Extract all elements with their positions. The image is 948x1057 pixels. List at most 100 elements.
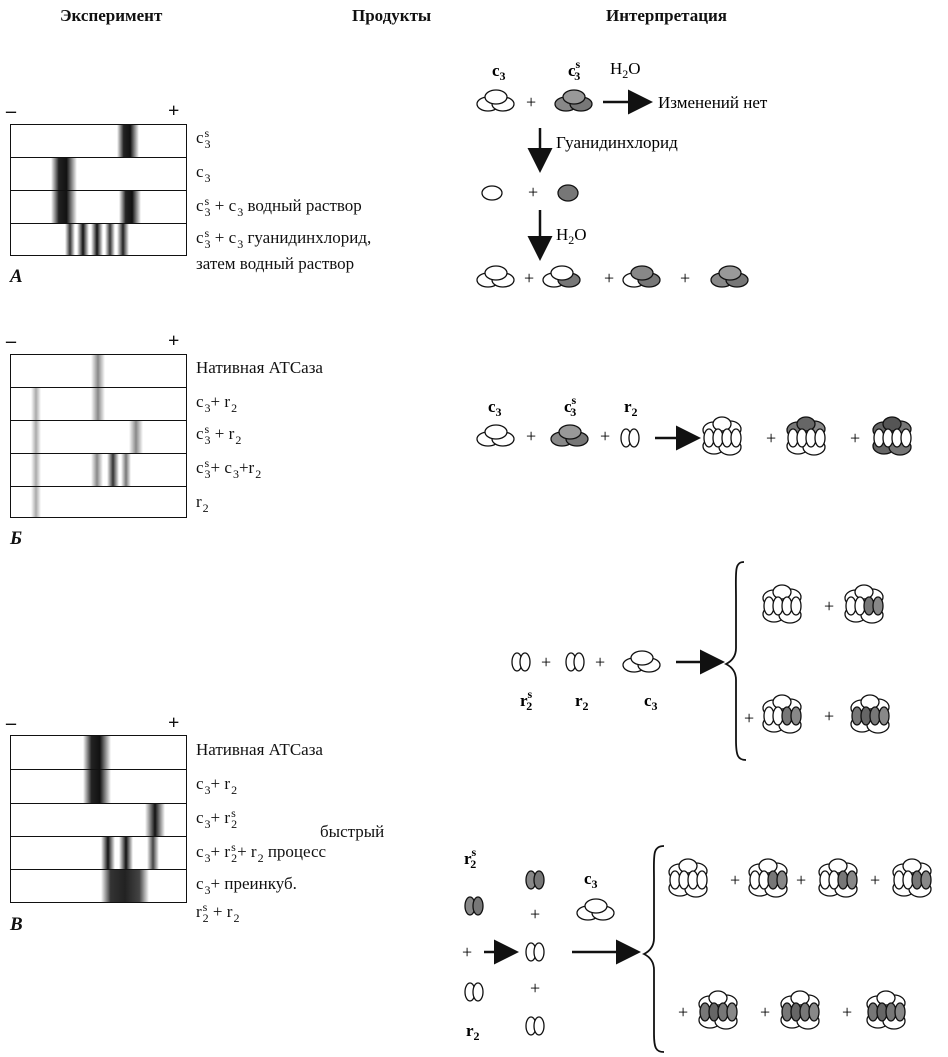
svg-text:+: +: [850, 428, 860, 448]
holoenzyme-icon: [762, 584, 802, 624]
svg-text:+: +: [760, 1002, 770, 1022]
plus-sign: +: [168, 100, 180, 122]
hybrid-trimer-icon: [542, 265, 581, 288]
gel-b: [10, 354, 187, 518]
svg-text:+: +: [600, 426, 610, 446]
label-r2: r2: [466, 1021, 480, 1043]
svg-text:+: +: [744, 708, 754, 728]
guanidine-text: Гуанидинхлорид: [556, 133, 678, 152]
succinylated-trimer-icon: [554, 89, 593, 112]
gel-lane: [11, 355, 186, 388]
plus-sign: +: [168, 330, 180, 352]
header-experiment: Эксперимент: [60, 6, 163, 25]
regulatory-dimer-icon: [525, 942, 545, 962]
svg-text:+: +: [870, 870, 880, 890]
holoenzyme-hybrid-icon: [786, 416, 826, 456]
lane-label: c 3+ r 2: [196, 774, 238, 798]
panel-label-a: А: [10, 266, 23, 287]
gel-lane: [11, 837, 186, 870]
svg-text:+: +: [796, 870, 806, 890]
regulatory-dimer-succinyl-icon: [525, 870, 545, 890]
svg-text:+: +: [824, 706, 834, 726]
lane-label: c 3: [196, 162, 211, 186]
svg-text:+: +: [730, 870, 740, 890]
panel-label-b: Б: [10, 528, 23, 549]
holoenzyme-hybrid-icon: [698, 990, 738, 1030]
holoenzyme-hybrid-icon: [892, 858, 932, 898]
catalytic-trimer-icon: [576, 898, 615, 921]
monomer-succinyl-icon: [557, 184, 579, 202]
header-products: Продукты: [352, 6, 432, 25]
label-r2: r2: [575, 691, 589, 713]
label-r2: r2: [624, 397, 638, 419]
gel-a: [10, 124, 187, 256]
svg-text:+: +: [524, 268, 534, 288]
fast-label: быстрый: [320, 822, 385, 841]
gel-lane: [11, 125, 186, 158]
regulatory-dimer-succinyl-icon: [464, 896, 484, 916]
lane-label: r 2: [196, 492, 209, 516]
gel-lane: [11, 487, 186, 517]
regulatory-dimer-icon: [620, 428, 640, 448]
gel-lane: [11, 804, 186, 837]
holoenzyme-hybrid-icon: [850, 694, 890, 734]
regulatory-dimer-icon: [464, 982, 484, 1002]
svg-text:+: +: [530, 978, 540, 998]
label-c3: c3: [644, 691, 658, 713]
hybrid-trimer-icon: [710, 265, 749, 288]
holoenzyme-hybrid-icon: [872, 416, 912, 456]
svg-text:+: +: [462, 942, 472, 962]
brace: [641, 845, 665, 1053]
catalytic-trimer-icon: [622, 650, 661, 673]
svg-text:+: +: [604, 268, 614, 288]
svg-text:+: +: [530, 904, 540, 924]
hybrid-trimer-icon: [476, 265, 515, 288]
gel-lane: [11, 421, 186, 454]
holoenzyme-icon: [668, 858, 708, 898]
label-c3: c3: [492, 61, 506, 83]
regulatory-dimer-icon: [565, 652, 585, 672]
gel-lane: [11, 224, 186, 255]
gel-lane: [11, 191, 186, 224]
holoenzyme-hybrid-icon: [748, 858, 788, 898]
svg-text:+: +: [595, 652, 605, 672]
gel-lane: [11, 158, 186, 191]
no-change-text: Изменений нет: [658, 93, 768, 112]
gel-lane: [11, 736, 186, 770]
gel-lane: [11, 870, 186, 902]
lane-label-continued: затем водный раствор: [196, 254, 355, 273]
minus-sign: –: [6, 712, 16, 734]
brace: [723, 561, 747, 761]
plus-sign: +: [168, 712, 180, 734]
label-water-2: H2O: [556, 225, 587, 247]
label-c3: c3: [488, 397, 502, 419]
lane-label-native: Нативная АТСаза: [196, 358, 323, 377]
gel-lane: [11, 388, 186, 421]
monomer-icon: [481, 185, 503, 201]
regulatory-dimer-icon: [511, 652, 531, 672]
catalytic-trimer-icon: [476, 89, 515, 112]
svg-text:+: +: [541, 652, 551, 672]
minus-sign: –: [6, 330, 16, 352]
regulatory-dimer-icon: [525, 1016, 545, 1036]
svg-text:+: +: [842, 1002, 852, 1022]
svg-text:+: +: [526, 426, 536, 446]
svg-text:+: +: [680, 268, 690, 288]
lane-label: c 3+ преинкуб.: [196, 874, 297, 898]
svg-text:+: +: [824, 596, 834, 616]
holoenzyme-icon: [702, 416, 742, 456]
lane-label-native: Нативная АТСаза: [196, 740, 323, 759]
